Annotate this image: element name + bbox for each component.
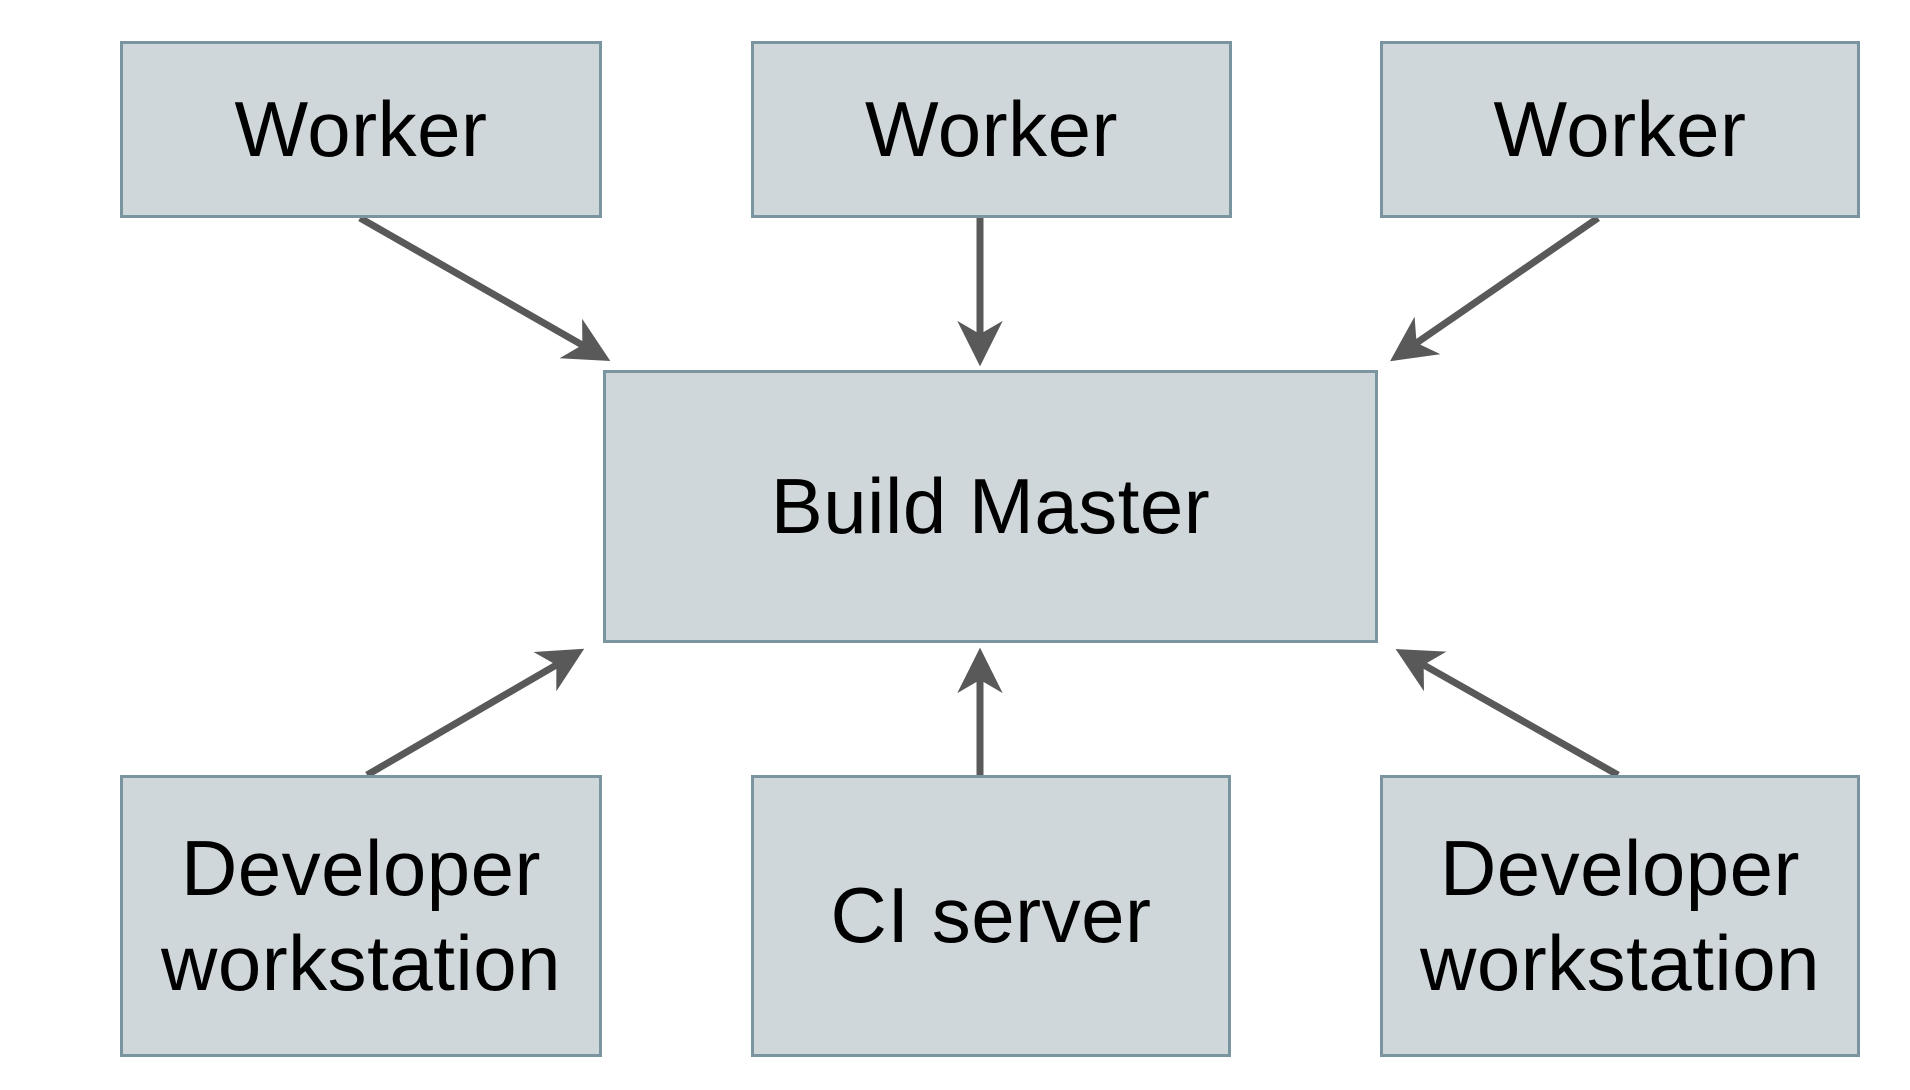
edge-worker-3-to-build-master [1390,215,1600,362]
node-developer-workstation-left: Developer workstation [120,775,602,1057]
node-build-master-label: Build Master [770,461,1211,550]
node-ci-server: CI server [751,775,1231,1057]
node-build-master: Build Master [603,370,1378,643]
node-ci-server-label: CI server [830,871,1152,960]
node-worker-1: Worker [120,41,602,218]
node-worker-2: Worker [751,41,1232,218]
node-worker-3: Worker [1380,41,1860,218]
node-developer-workstation-right-label: Developer workstation [1420,823,1820,1007]
edge-worker-1-to-build-master [358,214,611,362]
edge-developer-workstation-left-to-build-master [365,648,585,779]
node-worker-1-label: Worker [234,84,488,173]
node-worker-2-label: Worker [865,84,1118,173]
edge-developer-workstation-right-to-build-master [1395,649,1620,779]
node-developer-workstation-right: Developer workstation [1380,775,1860,1057]
node-worker-3-label: Worker [1493,84,1747,173]
node-developer-workstation-left-label: Developer workstation [161,823,561,1007]
